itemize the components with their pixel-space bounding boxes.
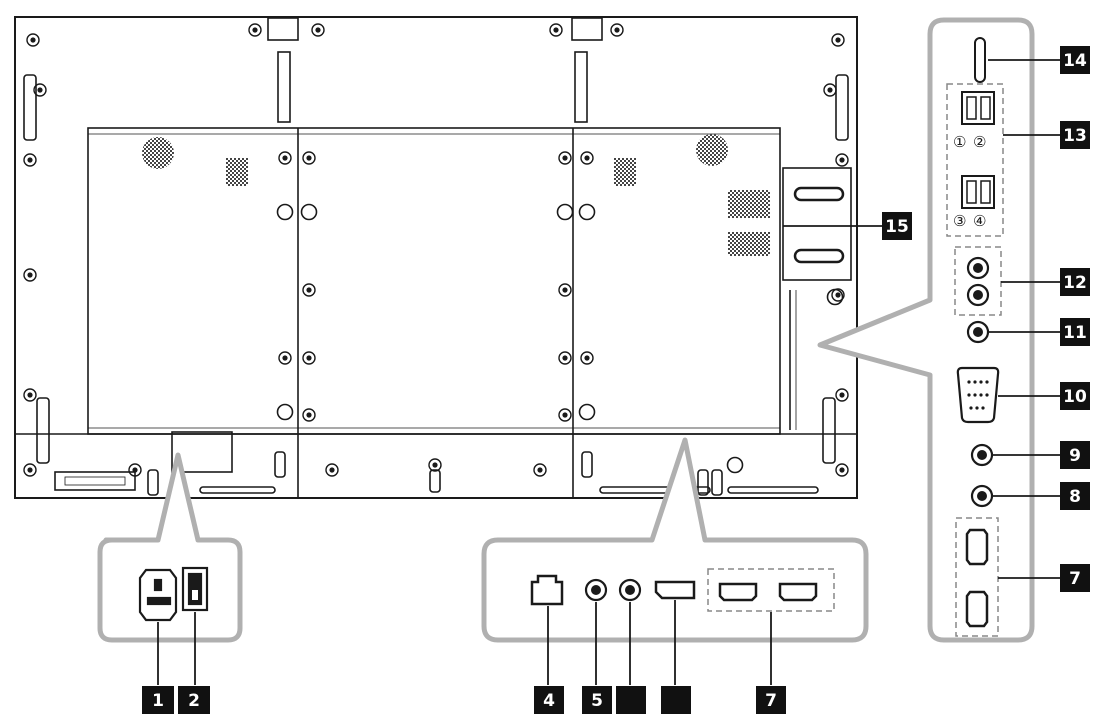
callout-15: 15 (882, 212, 912, 240)
svg-text:7: 7 (765, 691, 777, 711)
svg-text:11: 11 (1063, 323, 1087, 343)
svg-text:13: 13 (1063, 126, 1087, 146)
usb-ports (946, 83, 1004, 237)
callout-13: 13 (1060, 121, 1090, 149)
hdmi-ports-bottom (707, 568, 835, 612)
svg-text:④: ④ (973, 212, 986, 230)
svg-text:1: 1 (152, 691, 164, 711)
callout-unlabeled-b (661, 686, 691, 714)
usb-port-labels: ① ② ③ ④ (953, 133, 986, 230)
power-socket (138, 568, 178, 622)
vga-port (956, 366, 1000, 424)
callout-11: 11 (1060, 318, 1090, 346)
svg-text:③: ③ (953, 212, 966, 230)
svg-text:10: 10 (1063, 387, 1087, 407)
vent-grilles (142, 134, 770, 256)
callout-14: 14 (1060, 46, 1090, 74)
callout-8: 8 (1060, 482, 1090, 510)
svg-text:9: 9 (1069, 446, 1081, 466)
callout-7-side: 7 (1060, 564, 1090, 592)
power-switch (181, 566, 209, 612)
hdmi-ports-side (955, 517, 999, 637)
lan-port (530, 574, 564, 606)
svg-text:②: ② (973, 133, 986, 151)
svg-text:5: 5 (591, 691, 603, 711)
leader-lines (157, 59, 1060, 685)
callout-2: 2 (178, 686, 210, 714)
svg-text:①: ① (953, 133, 966, 151)
callout-9: 9 (1060, 441, 1090, 469)
callout-1: 1 (142, 686, 174, 714)
zoom-bubbles (97, 17, 1035, 643)
callout-12: 12 (1060, 268, 1090, 296)
svg-text:8: 8 (1069, 487, 1081, 507)
callout-10: 10 (1060, 382, 1090, 410)
callout-unlabeled-a (616, 686, 646, 714)
rca-jacks (954, 246, 1002, 316)
svg-text:12: 12 (1063, 273, 1087, 293)
svg-text:15: 15 (885, 217, 909, 237)
callout-5: 5 (582, 686, 612, 714)
svg-text:4: 4 (543, 691, 555, 711)
usb-c-port (974, 37, 986, 83)
svg-text:14: 14 (1063, 51, 1087, 71)
mounting-screws (23, 23, 849, 477)
callout-7-bottom: 7 (756, 686, 786, 714)
svg-text:7: 7 (1069, 569, 1081, 589)
callout-4: 4 (534, 686, 564, 714)
callout-badges: 1 2 4 5 7 14 13 15 12 11 10 9 8 7 (142, 46, 1090, 714)
svg-text:2: 2 (188, 691, 200, 711)
display-rear (14, 16, 858, 499)
displayport (654, 580, 696, 600)
